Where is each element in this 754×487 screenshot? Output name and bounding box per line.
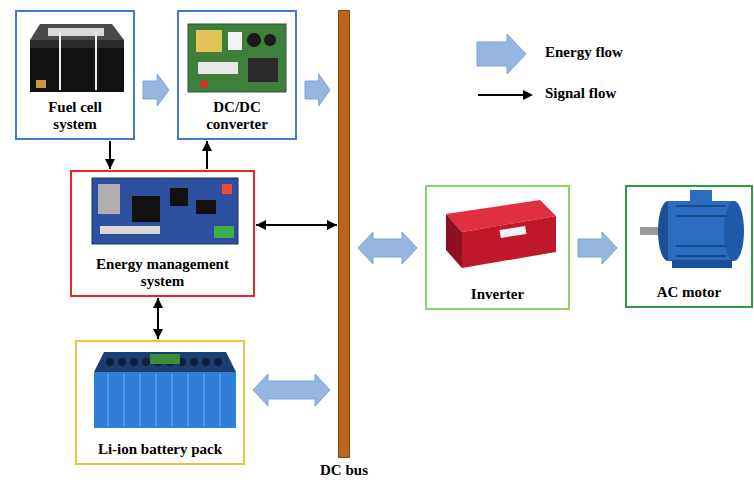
energy-flow-arrow <box>143 74 169 106</box>
node-label: Energy management system <box>77 256 249 290</box>
node-label: AC motor <box>657 284 722 301</box>
motor-picture <box>640 190 744 268</box>
fuel-cell-picture <box>30 24 124 92</box>
node-label: Fuel cell system <box>27 99 123 133</box>
battery-pack-picture <box>94 352 236 428</box>
fuel-cell-box: Fuel cell system <box>15 10 135 140</box>
signal-flow-arrow <box>256 224 337 226</box>
bus-label: DC bus <box>320 462 368 479</box>
inverter-box: Inverter <box>425 185 570 310</box>
signal-arrow-sample <box>478 94 524 96</box>
energy-flow-arrow <box>253 374 330 406</box>
signal-arrowhead-sample <box>523 90 533 100</box>
converter-picture <box>188 24 286 92</box>
legend-label: Signal flow <box>545 85 616 102</box>
converter-box: DC/DC converter <box>177 10 297 140</box>
legend-samples <box>477 34 533 100</box>
legend-label: Energy flow <box>545 44 623 61</box>
energy-flow-arrow <box>305 74 330 106</box>
bus-bar: DC bus <box>338 10 350 458</box>
controller-board-picture <box>92 178 238 244</box>
energy-flow-arrow <box>358 232 417 264</box>
node-label: Inverter <box>471 286 524 303</box>
node-label: DC/DC converter <box>189 99 285 133</box>
signal-flow-arrow <box>206 141 208 169</box>
controller-box: Energy management system <box>70 170 255 297</box>
signal-flow-arrow <box>157 298 159 339</box>
inverter-picture <box>446 200 556 268</box>
motor-box: AC motor <box>625 185 753 308</box>
energy-arrow-sample <box>477 34 526 74</box>
energy-flow-arrow <box>578 232 617 264</box>
signal-flow-arrow <box>109 141 111 169</box>
battery-box: Li-ion battery pack <box>75 340 245 465</box>
node-label: Li-ion battery pack <box>98 441 222 458</box>
